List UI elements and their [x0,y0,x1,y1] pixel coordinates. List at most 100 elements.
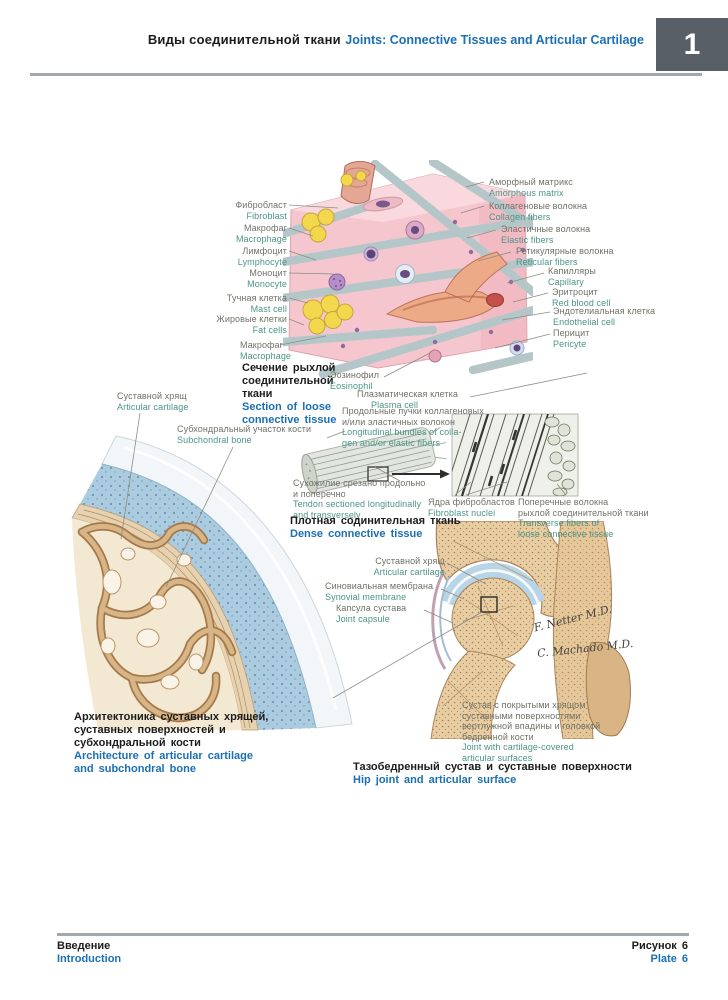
cartilage-matrix-band [80,463,317,730]
label-fibroblast-en: Fibroblast [246,210,287,221]
label-elastic-fibers-en: Elastic fibers [501,234,554,245]
label-red-blood-cell-en: Red blood cell [552,297,611,308]
label-capillary-ru: Капилляры [548,266,596,276]
page-title-ru: Виды соединительной ткани [147,32,341,47]
note-joint-ru-4: бедренной кости [462,731,534,742]
label-fibroblast: Фибробласт Fibroblast [235,200,287,221]
label-transverse-ru-1: Поперечные волокна [518,497,609,507]
label-longitudinal-ru-1: Продольные пучки коллагеновых [342,406,484,416]
label-joint-capsule-ru: Капсула сустава [336,603,407,613]
label-transverse-ru-2: рыхлой соединительной ткани [518,507,649,518]
label-macrophage-ru: Макрофаг [243,223,287,233]
label-plasma-cell-en: Plasma cell [371,399,419,410]
label-transverse-en-1: Transverse fibers of [518,518,600,528]
label-fibroblast-nuclei: Ядра фибробластов Fibroblast nuclei [428,497,515,518]
magnified-area-marker [480,596,498,613]
page-title-en: Joints: Connective Tissues and Articular… [345,33,644,47]
label-endothelial-cell-ru: Эндотелиальная клетка [553,306,656,316]
label-fat-cells: Жировые клетки Fat cells [216,314,287,335]
label-tendon-en-2: and transversely [293,509,361,520]
label-lymphocyte-ru: Лимфоцит [242,246,287,256]
caption-loose-en-1: Section of loose [242,401,331,413]
label-elastic-fibers-ru: Эластичные волокна [501,224,591,234]
label-collagen-fibers: Коллагеновые волокна Collagen fibers [489,201,587,222]
label-lymphocyte: Лимфоцит Lymphocyte [238,246,287,267]
label-hip-articular-cartilage: Суставной хрящ Articular cartilage [374,556,445,577]
label-monocyte-en: Monocyte [247,278,287,289]
label-mast-cell: Тучная клетка Mast cell [227,293,287,314]
label-eosinophil-en: Eosinophil [330,380,373,391]
tissue-cells [328,196,526,363]
label-fibroblast-nuclei-en: Fibroblast nuclei [428,507,496,518]
caption-hip-en: Hip joint and articular surface [353,774,517,786]
caption-dense-en: Dense connective tissue [290,528,423,540]
label-macrophage-2: Макрофаг Macrophage [240,340,291,361]
label-collagen-fibers-ru: Коллагеновые волокна [489,201,588,211]
red-blood-cell [486,293,504,307]
label-macrophage-2-ru: Макрофаг [240,340,284,350]
label-amorphous-matrix-ru: Аморфный матрикс [489,177,573,187]
label-transverse-en-2: loose connective tissue [518,528,614,539]
label-macrophage: Макрофаг Macrophage [236,223,287,244]
label-articular-cartilage-ru: Суставной хрящ [117,391,187,401]
label-pericyte-en: Pericyte [553,338,587,349]
label-reticular-fibers-ru: Ретикулярные волокна [516,246,614,256]
note-joint-en-1: Joint with cartilage-covered [462,742,574,752]
label-transverse-fibers: Поперечные волокна рыхлой соединительной… [518,497,649,539]
footer-plate-ru: Рисунок 6 [631,940,688,952]
label-joint-capsule-en: Joint capsule [336,613,390,624]
caption-dense-ru: Плотная содинительная ткань [290,515,461,527]
label-longitudinal-en-1: Longitudinal bundles of colla- [342,427,462,437]
footer-plate-en: Plate 6 [650,953,688,965]
note-joint-ru-3: вертлужной впадины и головкой [462,721,601,731]
label-mast-cell-ru: Тучная клетка [226,293,287,303]
label-plasma-cell: Плазматическая клетка Plasma cell [357,389,458,410]
caption-loose-tissue: Сечение рыхлой соединительной ткани Sect… [242,362,336,427]
footer-rule [57,933,689,936]
label-longitudinal-bundles: Продольные пучки коллагеновых и/или элас… [342,406,484,448]
tendon [301,426,447,494]
label-pericyte: Перицит Pericyte [553,328,590,349]
caption-architecture-ru-1: Архитектоника суставных хрящей, [74,711,269,723]
caption-hip-ru: Тазобедренный сустав и суставные поверхн… [353,761,632,773]
label-amorphous-matrix-en: Amorphous matrix [489,187,564,198]
label-fibroblast-ru: Фибробласт [235,200,287,210]
label-reticular-fibers-en: Reticular fibers [516,256,578,267]
loose-connective-tissue-figure [283,160,533,378]
caption-architecture-en-1: Architecture of articular cartilage [74,750,254,762]
acetabular-cartilage [440,562,546,603]
label-subchondral-bone-en: Subchondral bone [177,434,252,445]
caption-architecture: Архитектоника суставных хрящей, суставны… [74,711,268,776]
label-monocyte-ru: Моноцит [249,268,287,278]
caption-loose-ru-2: соединительной [242,375,334,387]
header-rule [30,73,702,76]
caption-loose-ru-1: Сечение рыхлой [242,362,336,374]
label-red-blood-cell-ru: Эритроцит [552,287,598,297]
label-subchondral-bone-ru: Субхондральный участок кости [177,424,312,434]
caption-architecture-ru-3: субхондральной кости [74,737,201,749]
label-tendon-sectioned: Сухожилие срезано продольно и поперечно … [293,478,425,520]
footer-plate: Рисунок 6 Plate 6 [632,940,688,966]
label-macrophage-en: Macrophage [235,233,287,244]
fiber-micrograph [451,413,579,497]
label-synovial-membrane-en: Synovial membrane [325,591,407,602]
label-elastic-fibers: Эластичные волокна Elastic fibers [501,224,590,245]
footer-section: Введение Introduction [57,940,121,966]
label-monocyte: Моноцит Monocyte [247,268,287,289]
label-longitudinal-ru-2: и/или эластичных волокон [342,416,456,427]
caption-architecture-en-2: and subchondral bone [74,763,196,775]
joint-capsule-layer [431,572,447,670]
label-reticular-fibers: Ретикулярные волокна Reticular fibers [516,246,614,267]
label-pericyte-ru: Перицит [553,328,590,338]
label-tendon-ru-1: Сухожилие срезано продольно [293,478,426,488]
magnification-arrow [392,469,450,479]
caption-loose-ru-3: ткани [242,388,273,400]
label-fibroblast-nuclei-ru: Ядра фибробластов [428,497,515,507]
label-hip-articular-cartilage-ru: Суставной хрящ [375,556,445,566]
label-collagen-fibers-en: Collagen fibers [489,211,551,222]
label-tendon-en-1: Tendon sectioned longitudinally [293,499,422,509]
chapter-tab: 1 [656,18,728,71]
note-joint-en-2: articular surfaces [462,752,533,763]
label-lymphocyte-en: Lymphocyte [237,256,287,267]
